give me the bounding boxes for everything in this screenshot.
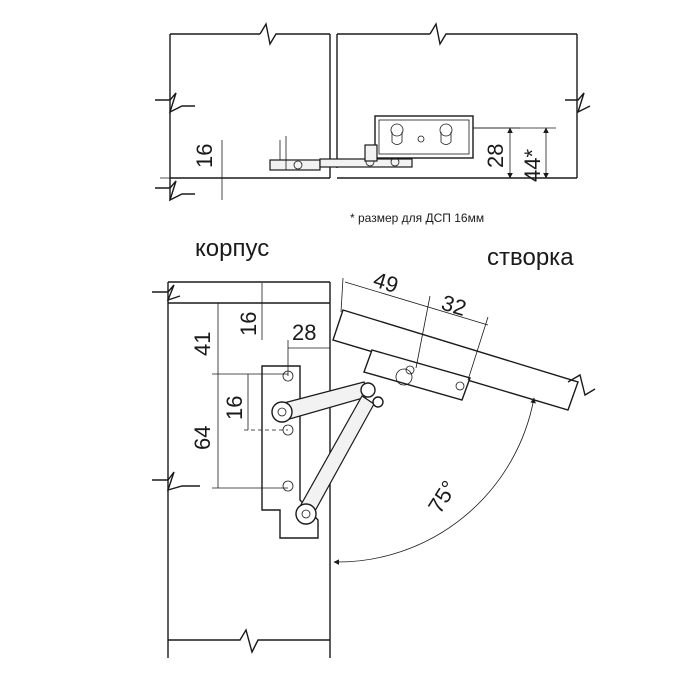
label-korpus: корпус — [195, 235, 269, 262]
top-door-panel — [336, 22, 591, 179]
side-dimension-16-mid: 16 — [222, 374, 288, 431]
top-dim-28-label: 28 — [483, 144, 508, 168]
top-dim-16-label: 16 — [192, 144, 217, 168]
side-dim-64-label: 64 — [190, 426, 215, 450]
top-dimension-16: 16 — [160, 140, 230, 200]
side-dim-49-label: 49 — [371, 267, 402, 298]
side-view: 16 41 28 16 64 — [152, 267, 596, 658]
side-dimension-28: 28 — [287, 320, 331, 376]
side-dim-16-mid-label: 16 — [222, 396, 247, 420]
top-dimension-44: 44* — [473, 127, 556, 182]
side-dim-16-top-label: 16 — [236, 312, 261, 336]
label-stvorka: створка — [487, 244, 574, 271]
top-cabinet-panel — [155, 22, 331, 202]
side-dim-41-label: 41 — [190, 332, 215, 356]
top-view: 16 28 44* * размер для ДСП 16мм — [155, 22, 591, 225]
top-dim-44-label: 44* — [520, 149, 545, 182]
side-dimension-64: 64 — [190, 374, 288, 489]
side-door-panel — [332, 309, 596, 411]
footnote: * размер для ДСП 16мм — [350, 211, 484, 225]
side-dimension-41: 41 — [190, 303, 288, 375]
side-dim-28-label: 28 — [292, 320, 316, 345]
top-hinge-plate — [374, 115, 474, 159]
side-angle-label: 75° — [423, 476, 462, 517]
side-dim-32-label: 32 — [439, 290, 470, 321]
side-dimension-16-top: 16 — [236, 283, 268, 340]
top-hinge-arms — [269, 136, 413, 171]
top-dimension-28: 28 — [473, 127, 520, 179]
